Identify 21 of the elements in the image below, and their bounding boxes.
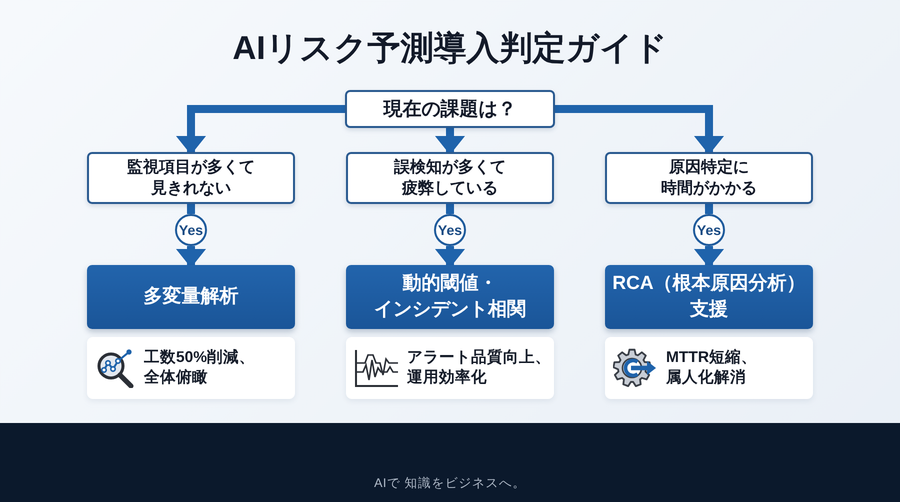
result-text: MTTR短縮、属人化解消 bbox=[666, 348, 758, 388]
connector-line bbox=[446, 204, 454, 214]
connector-line bbox=[187, 204, 195, 214]
condition-box: 原因特定に時間がかかる bbox=[605, 152, 813, 204]
yes-circle: Yes bbox=[175, 214, 207, 246]
solution-box: RCA（根本原因分析）支援 bbox=[605, 265, 813, 329]
result-card bbox=[87, 337, 295, 399]
title: AIリスク予測導入判定ガイド bbox=[232, 28, 668, 68]
yes-circle: Yes bbox=[434, 214, 466, 246]
result-text: アラート品質向上、運用効率化 bbox=[407, 348, 551, 388]
condition-box: 誤検知が多くて疲弊している bbox=[346, 152, 554, 204]
solution-box: 動的閾値・インシデント相関 bbox=[346, 265, 554, 329]
condition-box: 監視項目が多くて見きれない bbox=[87, 152, 295, 204]
tagline: AIで 知識をビジネスへ。 bbox=[374, 475, 526, 491]
connector-line bbox=[705, 204, 713, 214]
result-text: 工数50%削減、全体俯瞰 bbox=[144, 348, 256, 388]
result-card bbox=[346, 337, 554, 399]
solution-box: 多変量解析 bbox=[87, 265, 295, 329]
yes-circle: Yes bbox=[693, 214, 725, 246]
result-card bbox=[605, 337, 813, 399]
question-box: 現在の課題は？ bbox=[345, 90, 555, 128]
